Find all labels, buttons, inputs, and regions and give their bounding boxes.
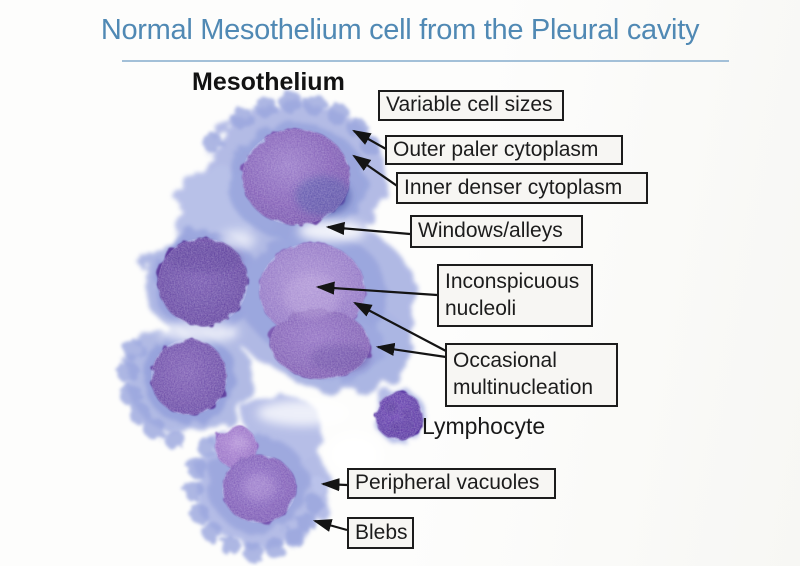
arrow-blebs	[312, 519, 348, 532]
annotation-box-blebs: Blebs	[347, 517, 414, 549]
annotation-box-peripheral-vacuoles: Peripheral vacuoles	[347, 468, 556, 499]
mesothelium-label: Mesothelium	[192, 68, 345, 96]
annotation-box-inconspicuous-nucleoli: Inconspicuous nucleoli	[437, 264, 593, 327]
title-divider	[122, 60, 729, 62]
annotation-box-occasional-multinucleation: Occasional multinucleation	[445, 343, 618, 407]
annotation-label: Blebs	[355, 520, 408, 544]
arrow-multinucleation-1	[353, 301, 447, 352]
annotation-box-variable-cell-sizes: Variable cell sizes	[378, 90, 564, 121]
lymphocyte-label: Lymphocyte	[422, 413, 546, 439]
annotation-label: Windows/alleys	[418, 219, 563, 243]
arrow-windows-alleys	[325, 221, 411, 236]
windows-gaps	[159, 220, 382, 477]
arrow-inconspicuous-nucleoli	[315, 281, 438, 297]
arrow-outer-paler-cytoplasm	[352, 129, 387, 150]
arrow-inner-denser-cytoplasm	[352, 154, 404, 191]
chromatin-speckle	[151, 129, 423, 523]
annotation-label: Outer paler cytoplasm	[393, 137, 599, 161]
annotation-label: Peripheral vacuoles	[355, 471, 540, 495]
annotation-box-windows-alleys: Windows/alleys	[410, 215, 583, 248]
page-title: Normal Mesothelium cell from the Pleural…	[100, 14, 700, 46]
annotation-label: Inner denser cytoplasm	[404, 175, 623, 199]
annotation-box-outer-paler-cytoplasm: Outer paler cytoplasm	[385, 135, 623, 165]
annotation-box-inner-denser-cytoplasm: Inner denser cytoplasm	[396, 172, 648, 204]
arrow-peripheral-vacuoles	[320, 478, 348, 492]
annotation-arrows	[312, 129, 447, 532]
arrow-multinucleation-2	[375, 342, 447, 359]
annotation-label: Occasional multinucleation	[453, 349, 594, 399]
annotation-label: Variable cell sizes	[386, 93, 553, 117]
annotation-label: Inconspicuous nucleoli	[445, 269, 580, 320]
